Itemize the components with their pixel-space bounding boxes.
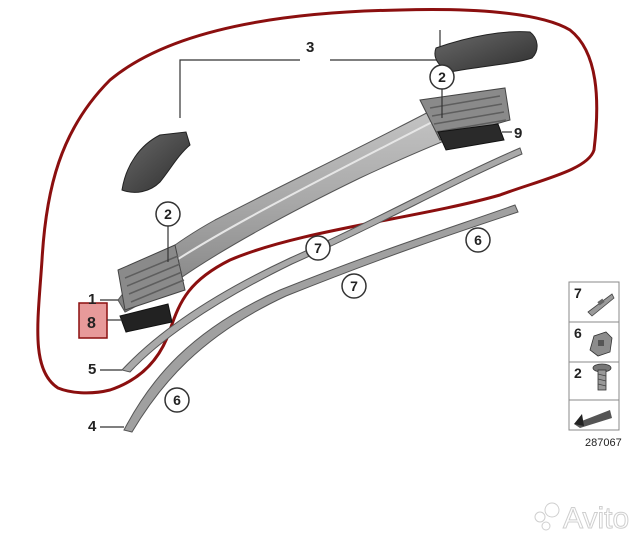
- reference-number: 287067: [585, 437, 622, 449]
- strip-6-upper-num: 6: [474, 232, 482, 248]
- left-end-cap: [121, 131, 191, 193]
- screw-icon: [592, 363, 612, 391]
- left-foot: [117, 244, 186, 311]
- callout-5-label: 5: [88, 361, 96, 378]
- callout-8-label: 8: [87, 315, 96, 332]
- bolt-callout-mid: 2: [155, 201, 181, 262]
- clip-icon: [587, 293, 615, 317]
- seal-9: [437, 123, 505, 151]
- strip-7-lower-num: 7: [350, 278, 358, 294]
- legend-num-2: 2: [574, 365, 582, 381]
- callout-3-label: 3: [306, 39, 314, 56]
- callout-4-label: 4: [88, 418, 97, 435]
- strip-6-callout-upper: 6: [465, 227, 491, 253]
- watermark-text: Avito: [563, 502, 629, 535]
- legend-panel: 7 6 2 287067: [568, 281, 622, 449]
- strip-7-upper-num: 7: [314, 240, 322, 256]
- strip-7-callout-lower: 7: [341, 273, 367, 299]
- bolt-callout-top: 2: [429, 64, 455, 118]
- strip-7-callout-upper: 7: [305, 235, 331, 261]
- avito-watermark: Avito: [534, 502, 630, 536]
- bolt-callout-top-num: 2: [438, 69, 446, 85]
- strip-4: [123, 204, 519, 433]
- highlight-8: [78, 302, 108, 339]
- strip-6-callout-lower: 6: [164, 387, 190, 413]
- right-end-cap: [434, 31, 538, 73]
- annotation-outline: [36, 8, 599, 395]
- legend-num-7: 7: [574, 285, 582, 301]
- arrow-icon: [574, 410, 612, 428]
- callout-9-label: 9: [514, 125, 522, 142]
- strip-5: [121, 147, 523, 373]
- bolt-callout-mid-num: 2: [164, 206, 172, 222]
- bracket-icon: [589, 331, 613, 357]
- strip-6-lower-num: 6: [173, 392, 181, 408]
- seal-8: [119, 303, 173, 333]
- callout-1-label: 1: [88, 291, 96, 308]
- legend-num-6: 6: [574, 325, 582, 341]
